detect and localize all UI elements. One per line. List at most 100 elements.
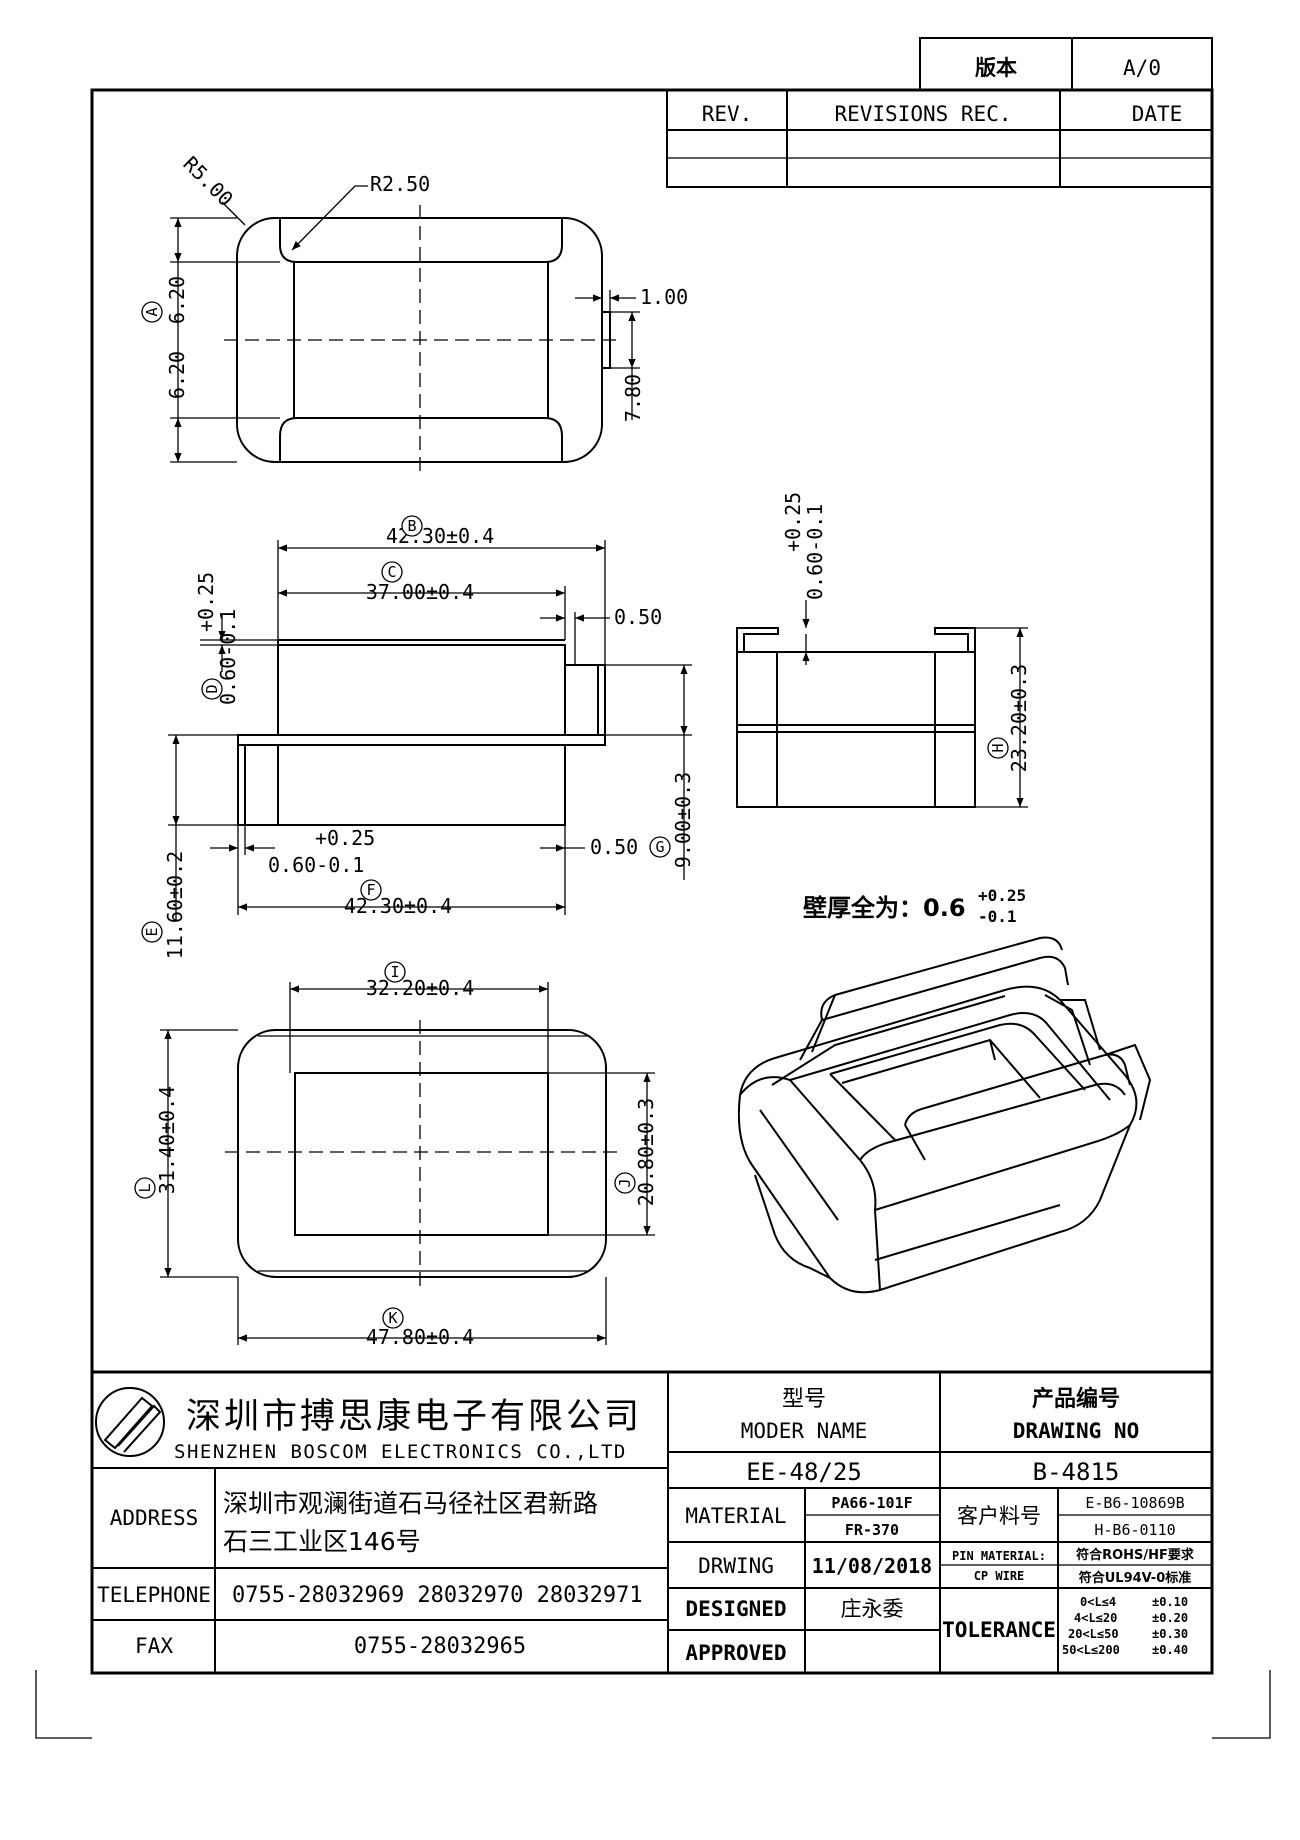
mark-g-circle xyxy=(649,836,671,858)
dim-tab-width: 1.00 xyxy=(640,285,688,309)
telephone-value: 0755-28032969 28032970 28032971 xyxy=(232,1583,643,1608)
tol-f-plus: +0.25 xyxy=(315,826,375,850)
dim-r-outer: R5.00 xyxy=(178,152,238,212)
corner-mark-bottom-left xyxy=(35,1670,92,1739)
tol-row1-range: 0<L≤4 xyxy=(1080,1595,1116,1609)
tol-row3-value: ±0.30 xyxy=(1152,1627,1188,1641)
mark-f-circle xyxy=(360,879,382,901)
dim-e: 11.60±0.2 xyxy=(163,851,187,959)
address-line-1: 深圳市观澜街道石马径社区君新路 xyxy=(223,1489,598,1518)
dim-r-inner: R2.50 xyxy=(370,172,430,196)
bottom-view: 32.20±0.4 I 31.40±0.4 L 20.80±0.3 J 47.8… xyxy=(134,961,658,1349)
fax-label: FAX xyxy=(135,1634,173,1658)
material-label: MATERIAL xyxy=(685,1504,786,1528)
dim-tab-height: 7.80 xyxy=(621,374,645,422)
pin-value-2: 符合UL94V-0标准 xyxy=(1079,1570,1192,1586)
dim-top-upper: 6.20 xyxy=(165,276,189,324)
dim-f: 42.30±0.4 xyxy=(344,894,452,918)
version-value: A/0 xyxy=(1123,56,1161,80)
model-label-en: MODER NAME xyxy=(741,1419,867,1443)
drawing-label-en: DRAWING NO xyxy=(1013,1419,1139,1443)
customer-2: H-B6-0110 xyxy=(1094,1521,1175,1539)
mark-j-circle xyxy=(614,1172,636,1194)
dim-050-top: 0.50 xyxy=(614,605,662,629)
mark-c-circle xyxy=(381,561,403,583)
dim-c: 37.00±0.4 xyxy=(366,580,474,604)
address-line-2: 石三工业区146号 xyxy=(223,1527,421,1556)
dim-l: 31.40±0.4 xyxy=(155,1086,179,1194)
title-block: 深圳市搏思康电子有限公司 SHENZHEN BOSCOM ELECTRONICS… xyxy=(92,1370,1212,1673)
end-tol-main: 0.60-0.1 xyxy=(803,504,827,600)
drawing-value: B-4815 xyxy=(1033,1458,1120,1486)
mark-d-circle xyxy=(201,678,223,700)
model-label-cn: 型号 xyxy=(782,1387,826,1412)
designed-name: 庄永委 xyxy=(841,1597,904,1621)
customer-label: 客户料号 xyxy=(957,1504,1041,1528)
mark-c: C xyxy=(387,563,396,581)
dim-top-lower: 6.20 xyxy=(165,351,189,399)
material-2: FR-370 xyxy=(845,1521,899,1539)
tol-d-plus: +0.25 xyxy=(194,572,218,632)
side-view: 42.30±0.4 B 37.00±0.4 C 0.50 +0.25 0.60-… xyxy=(141,515,695,959)
tol-f-main: 0.60-0.1 xyxy=(268,853,364,877)
tol-row3-range: 20<L≤50 xyxy=(1068,1627,1119,1641)
tol-row4-value: ±0.40 xyxy=(1152,1643,1188,1657)
mark-e-circle xyxy=(141,921,163,943)
dim-j: 20.80±0.3 xyxy=(634,1098,658,1206)
date-header: DATE xyxy=(1132,102,1183,126)
rev-header: REV. xyxy=(702,102,753,126)
wall-note-label: 壁厚全为：0.6 xyxy=(803,894,966,922)
mark-a-circle xyxy=(141,301,163,323)
mark-g: G xyxy=(655,838,664,856)
pin-label-2: CP WIRE xyxy=(974,1569,1025,1583)
mark-a: A xyxy=(143,307,161,316)
mark-h-circle xyxy=(987,737,1009,759)
model-value: EE-48/25 xyxy=(746,1458,862,1486)
tol-row2-range: 4<L≤20 xyxy=(1074,1611,1117,1625)
mark-b: B xyxy=(407,517,416,535)
company-name-cn: 深圳市搏思康电子有限公司 xyxy=(186,1397,642,1437)
approved-label: APPROVED xyxy=(685,1641,786,1665)
corner-mark-bottom-right xyxy=(1212,1670,1271,1739)
mark-h: H xyxy=(989,743,1007,752)
top-view: 6.20 6.20 A R5.00 R2.50 7.80 1.00 xyxy=(141,152,688,475)
sheet-border xyxy=(90,88,1214,1675)
end-tol-plus: +0.25 xyxy=(781,492,805,552)
address-label: ADDRESS xyxy=(110,1506,199,1530)
material-1: PA66-101F xyxy=(831,1494,912,1512)
pin-label-1: PIN MATERIAL: xyxy=(952,1549,1046,1563)
wall-thickness-note: 壁厚全为：0.6 +0.25 -0.1 xyxy=(803,886,1026,926)
company-logo xyxy=(95,1387,165,1457)
designed-label: DESIGNED xyxy=(685,1597,786,1621)
tol-row2-value: ±0.20 xyxy=(1152,1611,1188,1625)
drawing-label-cn: 产品编号 xyxy=(1032,1386,1120,1412)
mark-e: E xyxy=(143,927,161,936)
tol-row4-range: 50<L≤200 xyxy=(1062,1643,1120,1657)
mark-d: D xyxy=(203,684,221,693)
dim-k: 47.80±0.4 xyxy=(366,1325,474,1349)
revisions-rec-header: REVISIONS REC. xyxy=(834,102,1011,126)
mark-l: L xyxy=(136,1183,154,1192)
mark-k-circle xyxy=(382,1307,404,1329)
pin-value-1: 符合ROHS/HF要求 xyxy=(1076,1547,1195,1563)
mark-b-circle xyxy=(401,515,423,537)
fax-value: 0755-28032965 xyxy=(354,1634,526,1659)
drwing-label: DRWING xyxy=(698,1554,774,1578)
isometric-view xyxy=(737,936,1152,1294)
mark-k: K xyxy=(388,1309,397,1327)
revisions-table: REV. REVISIONS REC. DATE xyxy=(666,89,1213,188)
version-label: 版本 xyxy=(975,56,1017,80)
company-name-en: SHENZHEN BOSCOM ELECTRONICS CO.,LTD xyxy=(174,1441,627,1463)
mark-f: F xyxy=(366,881,375,899)
dim-h: 23.20±0.3 xyxy=(1007,664,1031,772)
dim-i: 32.20±0.4 xyxy=(366,976,474,1000)
end-view: +0.25 0.60-0.1 23.20±0.3 H xyxy=(736,492,1031,808)
mark-i: I xyxy=(390,963,399,981)
dim-g: 9.00±0.3 xyxy=(671,772,695,868)
wall-note-plus: +0.25 xyxy=(978,886,1026,905)
wall-note-minus: -0.1 xyxy=(978,907,1017,926)
mark-l-circle xyxy=(134,1177,156,1199)
drwing-date: 11/08/2018 xyxy=(812,1554,932,1578)
telephone-label: TELEPHONE xyxy=(97,1583,211,1607)
